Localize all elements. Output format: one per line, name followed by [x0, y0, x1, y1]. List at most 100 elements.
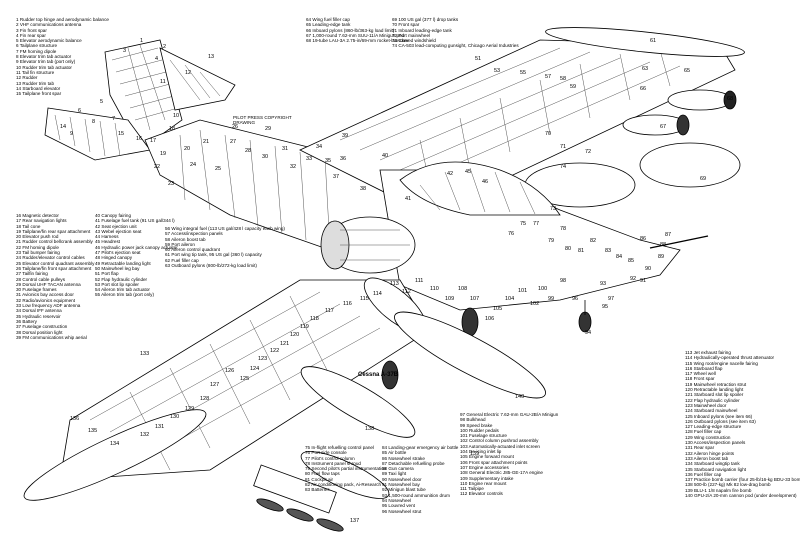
legend-entry: 137 Practice bomb carrier (four 25-lb/16… [685, 477, 800, 483]
legend-entry: 117 Wheel well [685, 371, 716, 377]
legend-entry: 23 Tail bumper fairing [16, 250, 60, 256]
legend-entry: 139 BLU-1 1/8 napalm fire bomb [685, 487, 752, 493]
callout-number: 79 [548, 238, 554, 244]
legend-entry: 61 Port wing tip tank, 95 US gal (360 l)… [165, 252, 262, 258]
callout-number: 72 [585, 149, 591, 155]
legend-entry: 72 Port mainwheel [392, 32, 431, 38]
callout-number: 101 [518, 288, 527, 294]
legend-entry: 97 General Electric 7.62-mm GAU-2B/A Min… [460, 412, 559, 417]
callout-number: 28 [245, 148, 251, 154]
callout-number: 9 [70, 131, 73, 137]
callout-number: 70 [545, 131, 551, 137]
legend-items-97-112: 97 General Electric 7.62-mm GAU-2B/A Min… [460, 412, 558, 497]
legend-entry: 22 FM homing dipole [16, 244, 59, 250]
cannon-pod [394, 311, 546, 399]
callout-number: 69 [700, 176, 706, 182]
legend-entry: 60 Aileron control quadrant [165, 247, 220, 253]
callout-number: 32 [290, 164, 296, 170]
callout-number: 71 [560, 144, 566, 150]
callout-number: 94 [585, 330, 591, 336]
callout-number: 136 [70, 416, 79, 422]
callout-number: 135 [88, 428, 97, 434]
legend-entry: 44 Harness [95, 234, 119, 240]
legend-entry: 96 Nosewheel strut [382, 508, 422, 514]
callout-number: 114 [373, 291, 382, 297]
callout-number: 11 [160, 79, 166, 85]
drop-tank-port-outer [639, 142, 741, 188]
callout-number: 127 [210, 382, 219, 388]
legend-entry: 87 Detachable refuelling probe [382, 460, 445, 466]
callout-number: 24 [190, 162, 196, 168]
callout-number: 139 [470, 451, 479, 457]
legend-entry: 7 FM homing dipole [16, 48, 57, 54]
callout-number: 1 [140, 38, 143, 44]
callout-number: 90 [645, 266, 651, 272]
legend-entry: 28 Control cable pulleys [16, 276, 66, 282]
legend-entry: 1 Rudder top hinge and aerodynamic balan… [16, 17, 109, 22]
callout-number: 82 [590, 238, 596, 244]
callout-number: 129 [185, 406, 194, 412]
legend-entry: 112 Elevator controls [460, 491, 503, 497]
legend-entry: 75 In-flight refuelling control panel [305, 445, 374, 450]
callout-number: 6 [78, 108, 81, 114]
legend-entry: 32 Radio/avionics equipment [16, 297, 75, 303]
callout-number: 107 [470, 296, 479, 302]
starboard-tip-tank [23, 409, 207, 501]
legend-entry: 5 Elevator aerodynamic balance [16, 38, 82, 44]
legend-entry: 3 Fin front spar [16, 27, 47, 33]
legend-entry: 21 Rudder control bellcrank assembly [16, 239, 93, 245]
callout-number: 122 [270, 348, 279, 354]
callout-number: 33 [306, 156, 312, 162]
callout-number: 2 [163, 44, 166, 50]
legend-entry: 45 Headrest [95, 239, 121, 245]
callout-number: 68 [727, 96, 733, 102]
legend-entry: 50 Mainwheel leg bay [95, 265, 140, 271]
callout-number: 102 [530, 301, 539, 307]
legend-entry: 74 CA-503 lead-computing gunsight, Chica… [392, 43, 519, 49]
legend-entry: 88 Gun camera [382, 466, 414, 472]
callout-number: 115 [360, 296, 369, 302]
callout-number: 30 [262, 154, 268, 160]
callout-number: 65 [684, 68, 690, 74]
callout-number: 86 [640, 236, 646, 242]
legend-entry: 113 Jet exhaust fairing [685, 350, 731, 355]
callout-number: 51 [475, 56, 481, 62]
legend-entry: 83 Batteries [305, 487, 330, 493]
legend-entry: 4 Fin rear spar [16, 32, 46, 38]
legend-entry: 10 Rudder trim tab actuator [16, 64, 72, 70]
legend-entry: 66 Inboard pylons (860-lb/363-kg load li… [306, 27, 395, 33]
callout-number: 8 [92, 119, 95, 125]
callout-number: 89 [658, 254, 664, 260]
legend-items-1-15: 1 Rudder top hinge and aerodynamic balan… [16, 17, 109, 96]
legend-entry: 109 Supplementary intake [460, 475, 514, 481]
callout-number: 55 [520, 70, 526, 76]
legend-entry: 114 Hydraulically-operated thrust attenu… [685, 355, 775, 361]
legend-entry: 54 Aileron trim tab actuator [95, 287, 150, 293]
legend-entry: 101 Fuselage structure [460, 433, 507, 439]
callout-number: 130 [170, 414, 179, 420]
callout-number: 80 [565, 246, 571, 252]
legend-entry: 57 Access/inspection panels [165, 231, 223, 237]
callout-number: 14 [60, 124, 66, 130]
callout-number: 29 [265, 126, 271, 132]
callout-number: 38 [360, 186, 366, 192]
legend-entry: 98 Bulkhead [460, 417, 486, 423]
legend-entry: 17 Rear navigation lights [16, 218, 67, 224]
legend-entry: 51 Port flap [95, 271, 119, 277]
legend-entry: 26 Tailplane/fin front spar attachment [16, 265, 92, 271]
callout-number: 5 [100, 99, 103, 105]
legend-entry: 69 100 US gal (377 l) drop tanks [392, 17, 459, 22]
legend-entry: 33 Low frequency ADF antenna [16, 303, 81, 309]
legend-entry: 46 Hydraulic power jack canopy actuator [95, 244, 178, 250]
legend-entry: 76 Port side console [305, 450, 347, 456]
legend-entry: 42 Seat ejection unit [95, 223, 137, 229]
legend-entry: 36 Battery [16, 318, 37, 324]
callout-number: 120 [290, 332, 299, 338]
callout-number: 88 [660, 242, 666, 248]
legend-entry: 131 Rear spar [685, 445, 715, 451]
legend-entry: 94 Nosewheel [382, 497, 412, 503]
